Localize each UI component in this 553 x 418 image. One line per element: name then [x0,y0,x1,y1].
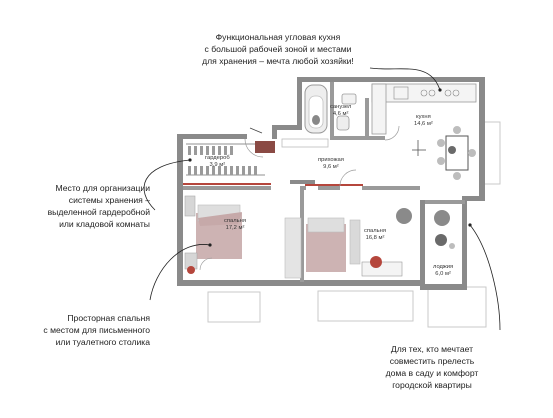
exterior-walls [177,77,485,290]
toilet [336,115,350,131]
bedroom-balcony [207,291,261,323]
room-label-wardrobe: гардероб 3,9 м² [205,155,230,169]
callout-line: системы хранения – [68,195,150,205]
bedroom2-bed [306,217,346,272]
bedroom1-bed [196,204,242,259]
callout-line: с большой рабочей зоной и местами [204,44,352,54]
callout-line: дома в саду и комфорт [385,368,479,378]
hallway-mat [255,141,275,153]
callout-line: городской квартиры [392,380,472,390]
loggia-balcony [427,286,487,328]
callout-line: для хранения – мечта любой хозяйки! [202,56,354,66]
callout-line: или туалетного столика [55,337,150,347]
callout-lines [143,67,501,331]
room-area: 4,6 м² [332,111,349,117]
callout-line: Место для организации [55,183,150,193]
room-area: 9,6 м² [323,164,339,170]
room-name: кухня [416,114,431,120]
room-label-kitchen: кухня 14,6 м² [414,114,433,128]
kitchen-counter [371,83,477,135]
desk [361,261,403,277]
loggia-chair [434,210,450,226]
interior-walls [183,82,465,282]
callout-bedroom: Просторная спальня с местом для письменн… [8,312,150,348]
callout-loggia: Для тех, кто мечтает совместить прелесть… [352,343,512,391]
sink [341,93,357,105]
callout-line: Функциональная угловая кухня [215,32,341,42]
callout-line: с местом для письменного [43,325,150,335]
callout-line: Просторная спальня [67,313,150,323]
room-area: 14,6 м² [414,121,433,127]
room-label-loggia: лоджия 6,0 м² [433,264,453,278]
callout-storage: Место для организации системы хранения –… [8,182,150,230]
room-area: 17,2 м² [225,225,245,231]
hallway-shelf [281,138,329,148]
room-label-bathroom: санузел 4,6 м² [330,104,351,118]
room-area: 3,9 м² [209,162,226,168]
callout-line: выделенной гардеробной [47,207,150,217]
callout-kitchen: Функциональная угловая кухня с большой р… [178,31,378,67]
room-name: санузел [330,104,352,110]
room-name: гардероб [205,155,230,161]
callout-line: или кладовой комнаты [59,219,150,229]
bedroom2-balcony [317,290,414,322]
armchair [396,208,412,224]
dining-table [445,135,469,171]
room-area: 6,0 м² [435,271,451,277]
room-name: спальня [224,218,247,224]
room-area: 16,8 м² [365,235,385,241]
callout-line: Для тех, кто мечтает [390,344,474,354]
room-name: лоджия [433,264,454,270]
room-label-hallway: прихожая 9,6 м² [318,157,344,171]
room-name: прихожая [318,157,344,163]
bedroom2-wardrobe [284,217,302,279]
room-label-bedroom1: спальня 17,2 м² [224,218,246,232]
callout-line: совместить прелесть [389,356,475,366]
room-name: спальня [364,228,387,234]
room-label-bedroom2: спальня 16,8 м² [364,228,386,242]
